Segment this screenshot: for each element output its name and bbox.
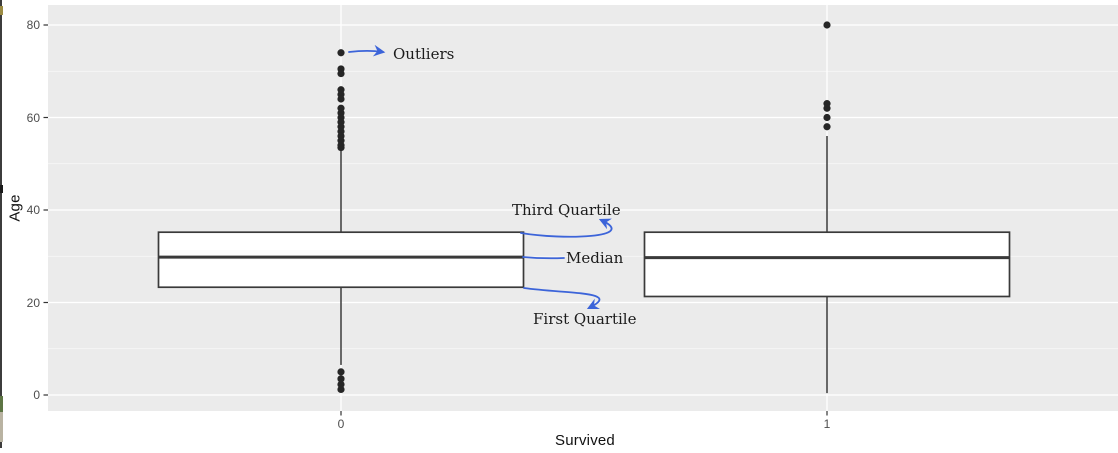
y-tick-label: 40: [26, 203, 40, 217]
outlier-point: [823, 113, 831, 122]
outlier-points: [337, 21, 831, 394]
y-tick-label: 80: [26, 18, 40, 32]
outlier-point: [823, 21, 831, 29]
screen-edge-artifact: [0, 0, 3, 448]
median-pointer-line: [522, 256, 565, 260]
x-tick-label: 0: [337, 417, 345, 431]
y-tick-label: 0: [33, 388, 40, 402]
panel-background: [48, 5, 1118, 411]
outlier-point: [337, 95, 345, 103]
outlier-point: [337, 69, 345, 78]
outlier-point: [823, 104, 831, 112]
outlier-point: [337, 368, 345, 376]
outlier-point: [823, 123, 831, 131]
third-quartile-arrow: [520, 218, 613, 238]
outliers-arrow: [348, 44, 386, 57]
y-tick-label: 60: [26, 110, 40, 125]
boxplots: [157, 136, 1011, 394]
major-gridlines: [48, 24, 1118, 396]
outlier-point: [337, 49, 345, 57]
x-tick-label: 1: [823, 417, 831, 431]
outlier-point: [337, 143, 345, 152]
first-quartile-arrow: [523, 287, 601, 310]
y-tick-label: 20: [26, 295, 40, 310]
annotation-third-quartile: Third Quartile: [512, 201, 621, 219]
box-iqr: [643, 231, 1011, 298]
x-axis-title: Survived: [555, 432, 615, 449]
annotation-arrows: [348, 44, 613, 310]
annotation-first-quartile: First Quartile: [533, 310, 637, 328]
outlier-point: [337, 385, 345, 394]
annotation-outliers: Outliers: [393, 45, 455, 63]
annotation-median: Median: [566, 249, 624, 267]
axis-tick-marks: [43, 24, 828, 416]
outlier-point: [337, 380, 345, 388]
outlier-point: [337, 375, 345, 383]
box-iqr: [157, 231, 525, 289]
